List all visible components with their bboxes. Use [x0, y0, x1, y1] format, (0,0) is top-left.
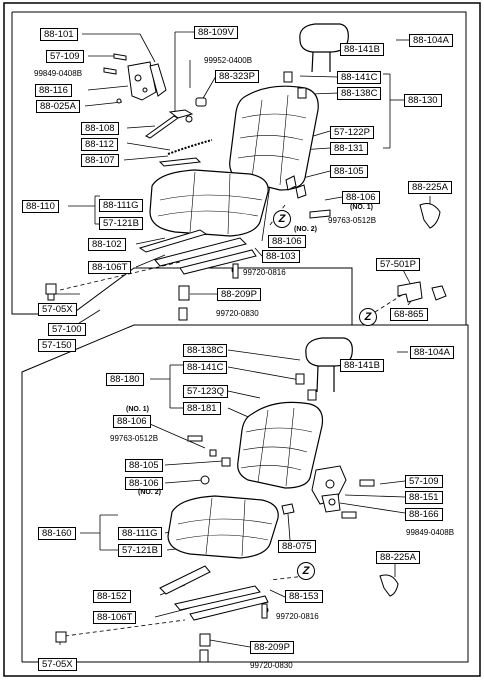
upper-seat-cushion: [149, 169, 269, 237]
label-88-103: 88-103: [262, 250, 300, 263]
upper-seat-rails: [45, 229, 257, 321]
lower-section-border: [21, 324, 469, 663]
lower-hinge-parts: [187, 373, 399, 597]
upper-hinge-parts: [103, 53, 213, 167]
text-99952-0400b: 99952-0400B: [204, 56, 253, 65]
label-88-108: 88-108: [81, 122, 119, 135]
upper-section-border: [11, 11, 467, 326]
label-88-130: 88-130: [404, 94, 442, 107]
label-88-152: 88-152: [93, 590, 131, 603]
location-mark-z-bracket: Z: [359, 308, 377, 326]
label-88-153: 88-153: [285, 590, 323, 603]
lower-seat-rails: [55, 565, 269, 663]
label-88-075: 88-075: [278, 540, 316, 553]
label-57-122p: 57-122P: [330, 126, 374, 139]
note-no1-lower: (NO. 1): [126, 406, 149, 413]
text-99720-0816-lower: 99720-0816: [276, 612, 319, 621]
label-88-105: 88-105: [330, 165, 368, 178]
label-68-865: 68-865: [390, 308, 428, 321]
label-88-151: 88-151: [405, 491, 443, 504]
label-88-109v: 88-109V: [194, 26, 238, 39]
label-57-121b-lower: 57-121B: [118, 544, 162, 557]
text-99720-0830: 99720-0830: [216, 309, 259, 318]
location-mark-z-lower: Z: [297, 562, 315, 580]
label-88-160: 88-160: [38, 527, 76, 540]
label-88-111g: 88-111G: [99, 199, 143, 212]
label-88-106-no1: 88-106: [342, 191, 380, 204]
label-57-150: 57-150: [38, 339, 76, 352]
label-57-109: 57-109: [46, 50, 84, 63]
label-88-225a: 88-225A: [408, 181, 452, 194]
location-mark-z: Z: [273, 210, 291, 228]
text-99763-0512b: 99763-0512B: [328, 216, 377, 225]
label-57-123q: 57-123Q: [183, 385, 228, 398]
label-88-131: 88-131: [330, 142, 368, 155]
label-57-05x: 57-05X: [38, 303, 77, 316]
label-88-101: 88-101: [40, 28, 78, 41]
label-88-106-z: 88-106: [268, 235, 306, 248]
label-88-209p-lower: 88-209P: [250, 641, 294, 654]
label-88-323p: 88-323P: [215, 70, 259, 83]
label-88-106-no1-lower: 88-106: [113, 415, 151, 428]
note-no2-lower: (NO. 2): [138, 489, 161, 496]
label-57-100: 57-100: [48, 323, 86, 336]
label-88-106t: 88-106T: [88, 261, 132, 274]
upper-headrest: [299, 23, 349, 73]
text-99849-0408b-lower: 99849-0408B: [406, 528, 455, 537]
lower-seatback: [237, 401, 324, 489]
label-88-180: 88-180: [106, 373, 144, 386]
outer-frame: [3, 2, 481, 677]
upper-fasteners: [283, 71, 441, 229]
label-88-181: 88-181: [183, 402, 221, 415]
text-99720-0816: 99720-0816: [243, 268, 286, 277]
label-88-025a: 88-025A: [36, 100, 80, 113]
text-99849-0408b: 99849-0408B: [34, 69, 83, 78]
label-57-121b: 57-121B: [99, 217, 143, 230]
note-no2: (NO. 2): [294, 226, 317, 233]
upper-bracket-57-501p: [397, 281, 447, 303]
label-88-141c-lower: 88-141C: [183, 361, 228, 374]
label-88-106-no2-lower: 88-106: [125, 477, 163, 490]
label-88-138c: 88-138C: [337, 87, 382, 100]
label-88-141b: 88-141B: [340, 43, 384, 56]
label-88-225a-lower: 88-225A: [376, 551, 420, 564]
leader-lines: [55, 31, 431, 648]
label-88-166: 88-166: [405, 508, 443, 521]
label-88-138c-lower: 88-138C: [183, 344, 228, 357]
lower-seat-cushion: [167, 495, 279, 559]
upper-seatback: [229, 85, 319, 191]
label-88-141c: 88-141C: [337, 71, 382, 84]
label-88-110: 88-110: [22, 200, 59, 213]
label-88-104a-lower: 88-104A: [410, 346, 454, 359]
label-88-141b-lower: 88-141B: [340, 359, 384, 372]
text-99763-0512b-lower: 99763-0512B: [110, 434, 159, 443]
label-88-111g-lower: 88-111G: [118, 527, 162, 540]
label-88-116: 88-116: [35, 84, 72, 97]
label-57-05x-lower: 57-05X: [38, 658, 77, 671]
label-88-102: 88-102: [88, 238, 126, 251]
label-88-209p: 88-209P: [217, 288, 261, 301]
label-57-109-lower: 57-109: [405, 475, 443, 488]
text-99720-0830-lower: 99720-0830: [250, 661, 293, 670]
label-88-104a: 88-104A: [409, 34, 453, 47]
label-88-107: 88-107: [81, 154, 119, 167]
note-no1: (NO. 1): [350, 204, 373, 211]
label-88-106t-lower: 88-106T: [93, 611, 137, 624]
label-88-105-lower: 88-105: [125, 459, 163, 472]
label-57-501p: 57-501P: [376, 258, 420, 271]
label-88-112: 88-112: [81, 138, 118, 151]
